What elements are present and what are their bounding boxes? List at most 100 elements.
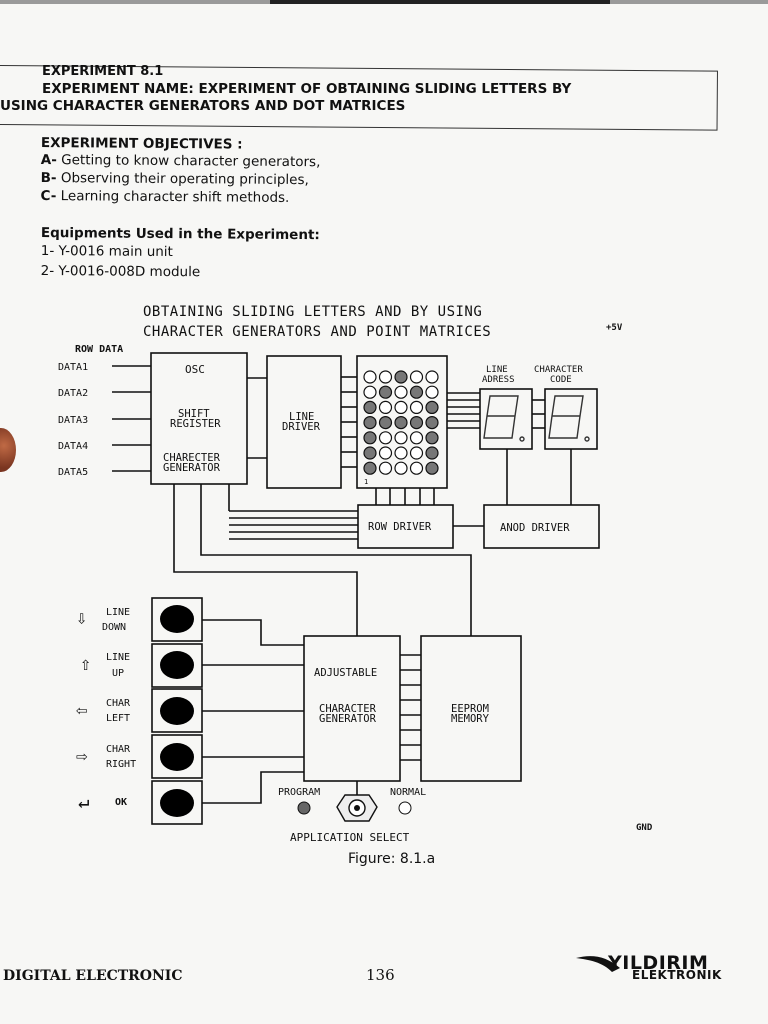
experiment-name-line1: EXPERIMENT NAME: EXPERIMENT OF OBTAINING… bbox=[42, 81, 572, 97]
ground-label: GND bbox=[636, 823, 653, 833]
matrix-led bbox=[394, 461, 408, 475]
matrix-led bbox=[425, 431, 439, 445]
matrix-pin-label: 1 bbox=[364, 478, 368, 486]
matrix-led bbox=[394, 400, 408, 414]
matrix-led bbox=[425, 370, 439, 384]
data4-label: DATA4 bbox=[58, 441, 88, 452]
up-arrow-icon: ⇧ bbox=[80, 653, 91, 675]
row-driver-label: ROW DRIVER bbox=[368, 521, 432, 533]
line-down-button[interactable] bbox=[160, 605, 194, 633]
matrix-led bbox=[409, 416, 424, 430]
company-logo: YILDIRIM ELEKTRONIK bbox=[572, 948, 762, 988]
matrix-led bbox=[378, 400, 393, 414]
page-number: 136 bbox=[366, 966, 395, 984]
driver-label: DRIVER bbox=[282, 421, 321, 433]
matrix-led bbox=[363, 370, 377, 384]
charecter-label: CHARECTER bbox=[163, 452, 221, 464]
experiment-number: EXPERIMENT 8.1 bbox=[42, 64, 164, 79]
char-left-label1: CHAR bbox=[106, 698, 131, 709]
matrix-led bbox=[394, 431, 408, 445]
char-right-label1: CHAR bbox=[106, 744, 131, 755]
data5-label: DATA5 bbox=[58, 467, 88, 478]
enter-arrow-icon: ↵ bbox=[78, 791, 89, 813]
matrix-led bbox=[378, 370, 393, 384]
matrix-led bbox=[378, 431, 393, 445]
adj-character-label: CHARACTER bbox=[319, 703, 377, 715]
normal-label: NORMAL bbox=[390, 787, 426, 798]
ok-button[interactable] bbox=[160, 789, 194, 817]
finger-shadow bbox=[0, 428, 16, 472]
figure-title: OBTAINING SLIDING LETTERS AND BY USING C… bbox=[143, 304, 492, 340]
matrix-led bbox=[363, 416, 377, 430]
down-arrow-icon: ⇩ bbox=[76, 607, 87, 629]
left-arrow-icon: ⇦ bbox=[76, 699, 87, 721]
generator-label: GENERATOR bbox=[163, 462, 221, 474]
matrix-led bbox=[409, 400, 424, 414]
line-up-button[interactable] bbox=[160, 651, 194, 679]
eeprom-label: EEPROM bbox=[451, 703, 489, 715]
matrix-led bbox=[363, 446, 377, 460]
register-label: REGISTER bbox=[170, 418, 221, 430]
anod-driver-label: ANOD DRIVER bbox=[500, 522, 570, 534]
matrix-led bbox=[394, 370, 408, 384]
program-label: PROGRAM bbox=[278, 787, 320, 798]
line-down-label1: LINE bbox=[106, 607, 130, 618]
matrix-led bbox=[425, 461, 439, 475]
matrix-led bbox=[394, 446, 408, 460]
line-label: LINE bbox=[289, 411, 314, 423]
experiment-name-line2: USING CHARACTER GENERATORS AND DOT MATRI… bbox=[0, 98, 406, 114]
memory-label: MEMORY bbox=[451, 713, 490, 725]
matrix-led bbox=[363, 431, 377, 445]
application-select-label: APPLICATION SELECT bbox=[290, 831, 410, 844]
adjustable-cg-block bbox=[303, 635, 401, 782]
matrix-led bbox=[378, 461, 393, 475]
dot-matrix-leds bbox=[363, 370, 439, 475]
matrix-led bbox=[394, 385, 408, 399]
osc-label: OSC bbox=[185, 363, 205, 376]
matrix-led bbox=[409, 461, 424, 475]
char-left-label2: LEFT bbox=[106, 713, 130, 724]
line-adress-label2: ADRESS bbox=[482, 375, 515, 385]
matrix-led bbox=[378, 385, 393, 399]
adjustable-label: ADJUSTABLE bbox=[314, 667, 377, 679]
supply-label: +5V bbox=[606, 323, 623, 333]
line-down-label2: DOWN bbox=[102, 622, 126, 633]
data3-label: DATA3 bbox=[58, 415, 88, 426]
matrix-led bbox=[425, 385, 439, 399]
char-right-button[interactable] bbox=[160, 743, 194, 771]
seven-seg-glyphs bbox=[483, 395, 590, 442]
application-select-knob[interactable] bbox=[336, 794, 378, 822]
matrix-led bbox=[363, 461, 377, 475]
program-led bbox=[297, 801, 311, 815]
normal-led bbox=[398, 801, 412, 815]
data2-label: DATA2 bbox=[58, 388, 88, 399]
matrix-led bbox=[409, 370, 424, 384]
matrix-led bbox=[425, 446, 439, 460]
matrix-led bbox=[425, 400, 439, 414]
matrix-led bbox=[409, 385, 424, 399]
shift-label: SHIFT bbox=[178, 408, 210, 420]
line-adress-label1: LINE bbox=[486, 365, 508, 375]
char-left-button[interactable] bbox=[160, 697, 194, 725]
char-right-label2: RIGHT bbox=[106, 759, 136, 770]
adj-generator-label: GENERATOR bbox=[319, 713, 377, 725]
matrix-led bbox=[363, 385, 377, 399]
logo-swoosh-icon bbox=[576, 956, 620, 972]
matrix-led bbox=[378, 446, 393, 460]
seg-display-1 bbox=[479, 388, 533, 450]
right-arrow-icon: ⇨ bbox=[76, 745, 87, 767]
matrix-led bbox=[363, 400, 377, 414]
page-top-edge bbox=[0, 0, 768, 4]
line-up-label2: UP bbox=[112, 668, 124, 679]
matrix-led bbox=[394, 416, 408, 430]
data1-label: DATA1 bbox=[58, 362, 88, 373]
ok-label: OK bbox=[115, 797, 127, 808]
figure-caption: Figure: 8.1.a bbox=[348, 851, 436, 867]
char-code-label2: CODE bbox=[550, 375, 572, 385]
matrix-led bbox=[425, 416, 439, 430]
row-data-label: ROW DATA bbox=[75, 344, 123, 355]
footer-course: DIGITAL ELECTRONIC bbox=[3, 968, 183, 984]
matrix-led bbox=[409, 431, 424, 445]
line-up-label1: LINE bbox=[106, 652, 130, 663]
